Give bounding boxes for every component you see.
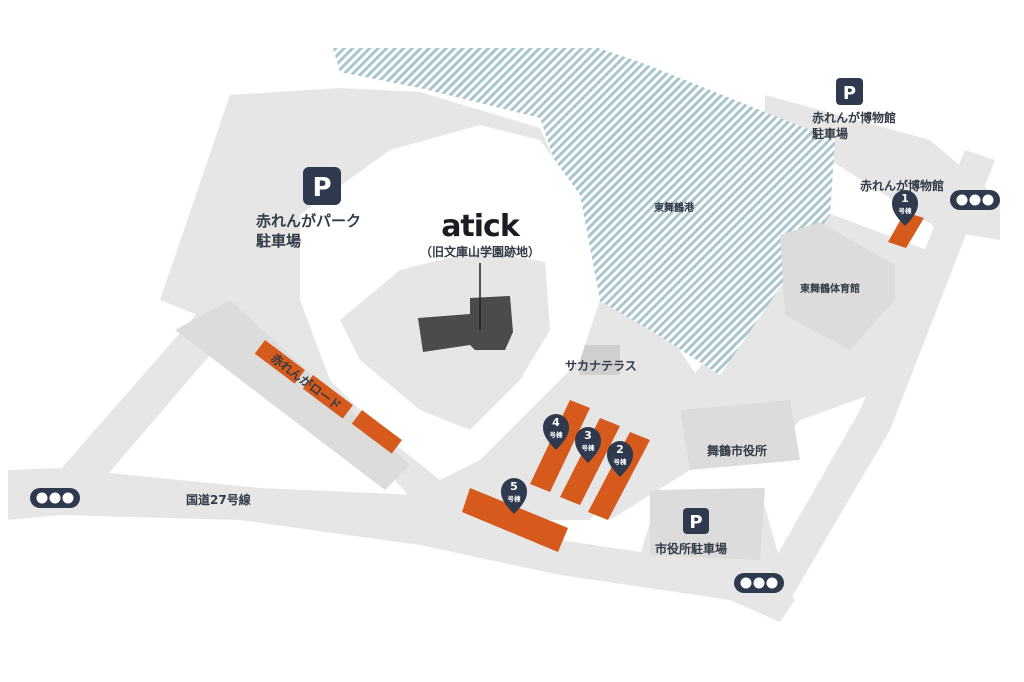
- parking-akarenga-park[interactable]: P 赤れんがパーク 駐車場: [256, 167, 361, 250]
- parking-letter: P: [689, 512, 702, 533]
- building-2: [588, 432, 650, 520]
- atick-logo: atick: [441, 209, 521, 244]
- pin-4-number: 4: [552, 416, 560, 429]
- parking-label-line2: 駐車場: [256, 232, 301, 250]
- route27-label: 国道27号線: [186, 492, 251, 507]
- pin-2-number: 2: [616, 443, 624, 456]
- building-4: [530, 400, 590, 492]
- parking-label-line2: 駐車場: [812, 126, 848, 141]
- traffic-signal-east: [950, 190, 1000, 210]
- parking-city-hall[interactable]: P 市役所駐車場: [655, 508, 727, 556]
- parking-letter: P: [312, 173, 331, 203]
- pin-5-number: 5: [510, 480, 518, 493]
- port-water: [333, 48, 835, 375]
- pin-3-number: 3: [584, 429, 592, 442]
- gym-label: 東舞鶴体育館: [800, 282, 860, 295]
- logo-subtitle: （旧文庫山学園跡地）: [420, 244, 540, 259]
- city-hall-label: 舞鶴市役所: [706, 443, 767, 458]
- building-pin-2[interactable]: 2 号棟: [607, 441, 633, 477]
- pin-4-suffix: 号棟: [550, 430, 564, 439]
- parking-icon: [683, 508, 709, 534]
- parking-label-line1: 赤れんがパーク: [256, 212, 361, 230]
- building-pin-3[interactable]: 3 号棟: [575, 427, 601, 463]
- residential-buildings: [462, 212, 924, 552]
- port-label: 東舞鶴港: [654, 201, 695, 214]
- building-5: [462, 488, 568, 552]
- parking-letter: P: [843, 83, 856, 104]
- pin-1-number: 1: [901, 192, 909, 205]
- building-pin-1[interactable]: 1 号棟: [892, 190, 918, 226]
- traffic-signal-south: [734, 573, 784, 593]
- parking-museum[interactable]: P 赤れんが博物館 駐車場: [812, 78, 896, 141]
- pin-1-suffix: 号棟: [899, 206, 913, 215]
- pin-5-suffix: 号棟: [508, 494, 522, 503]
- museum-label: 赤れんが博物館: [860, 178, 944, 193]
- building-3: [560, 418, 620, 505]
- hq-building: [418, 296, 513, 352]
- building-pin-5[interactable]: 5 号棟: [501, 478, 527, 514]
- traffic-signal-west: [30, 488, 80, 508]
- terrace-label: サカナテラス: [565, 359, 637, 373]
- akarenga-warehouses: [254, 340, 402, 454]
- parking-label-line1: 市役所駐車場: [655, 541, 727, 556]
- building-pin-4[interactable]: 4 号棟: [543, 414, 569, 450]
- building-1: [888, 212, 924, 248]
- parking-label-line1: 赤れんが博物館: [812, 110, 896, 125]
- parking-icon: [303, 167, 341, 205]
- pin-2-suffix: 号棟: [614, 457, 628, 466]
- pin-3-suffix: 号棟: [582, 443, 596, 452]
- parking-icon: [836, 78, 863, 105]
